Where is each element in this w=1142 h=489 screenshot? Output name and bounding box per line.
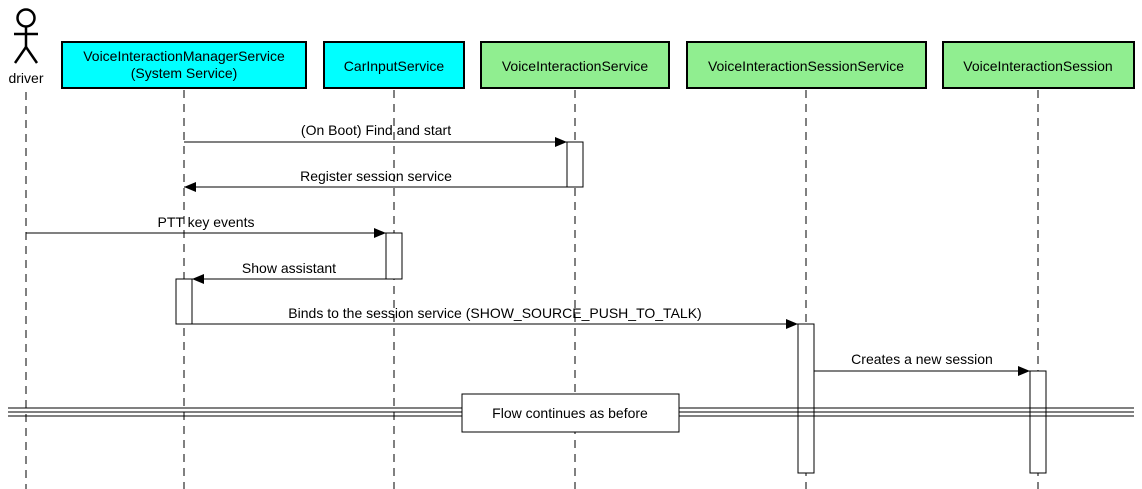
actor-label: driver: [8, 70, 43, 86]
message-label: PTT key events: [157, 214, 254, 230]
actor-driver: [13, 8, 39, 64]
activation-vs: [1029, 370, 1047, 474]
participant-vis: VoiceInteractionService: [480, 41, 670, 89]
participant-vs: VoiceInteractionSession: [942, 41, 1135, 89]
participant-sublabel: (System Service): [131, 65, 238, 81]
participant-cis: CarInputService: [323, 41, 465, 89]
actor-leg-right: [24, 46, 39, 64]
participant-label: VoiceInteractionSessionService: [708, 58, 904, 74]
participant-vims: VoiceInteractionManagerService (System S…: [61, 41, 307, 89]
divider-label: Flow continues as before: [492, 405, 648, 421]
activation-viss: [797, 323, 815, 474]
flow-divider: Flow continues as before: [8, 393, 1134, 433]
participant-label: CarInputService: [344, 58, 445, 74]
participant-label: VoiceInteractionSession: [963, 58, 1112, 74]
participant-label: VoiceInteractionService: [502, 58, 649, 74]
activation-vis: [566, 141, 584, 188]
activations: [175, 141, 1047, 474]
participant-viss: VoiceInteractionSessionService: [686, 41, 927, 89]
message-label: Register session service: [300, 168, 452, 184]
actor-leg-left: [13, 46, 28, 64]
divider-box: [461, 393, 680, 433]
message-label: Show assistant: [242, 260, 336, 276]
message-label: Binds to the session service (SHOW_SOURC…: [288, 305, 701, 321]
activation-cis: [385, 232, 403, 280]
messages: [26, 137, 1030, 376]
activation-vims: [175, 278, 193, 325]
message-label: (On Boot) Find and start: [301, 122, 451, 138]
message-label: Creates a new session: [851, 351, 993, 367]
actor-head-icon: [16, 8, 36, 28]
participant-label: VoiceInteractionManagerService: [83, 48, 285, 64]
